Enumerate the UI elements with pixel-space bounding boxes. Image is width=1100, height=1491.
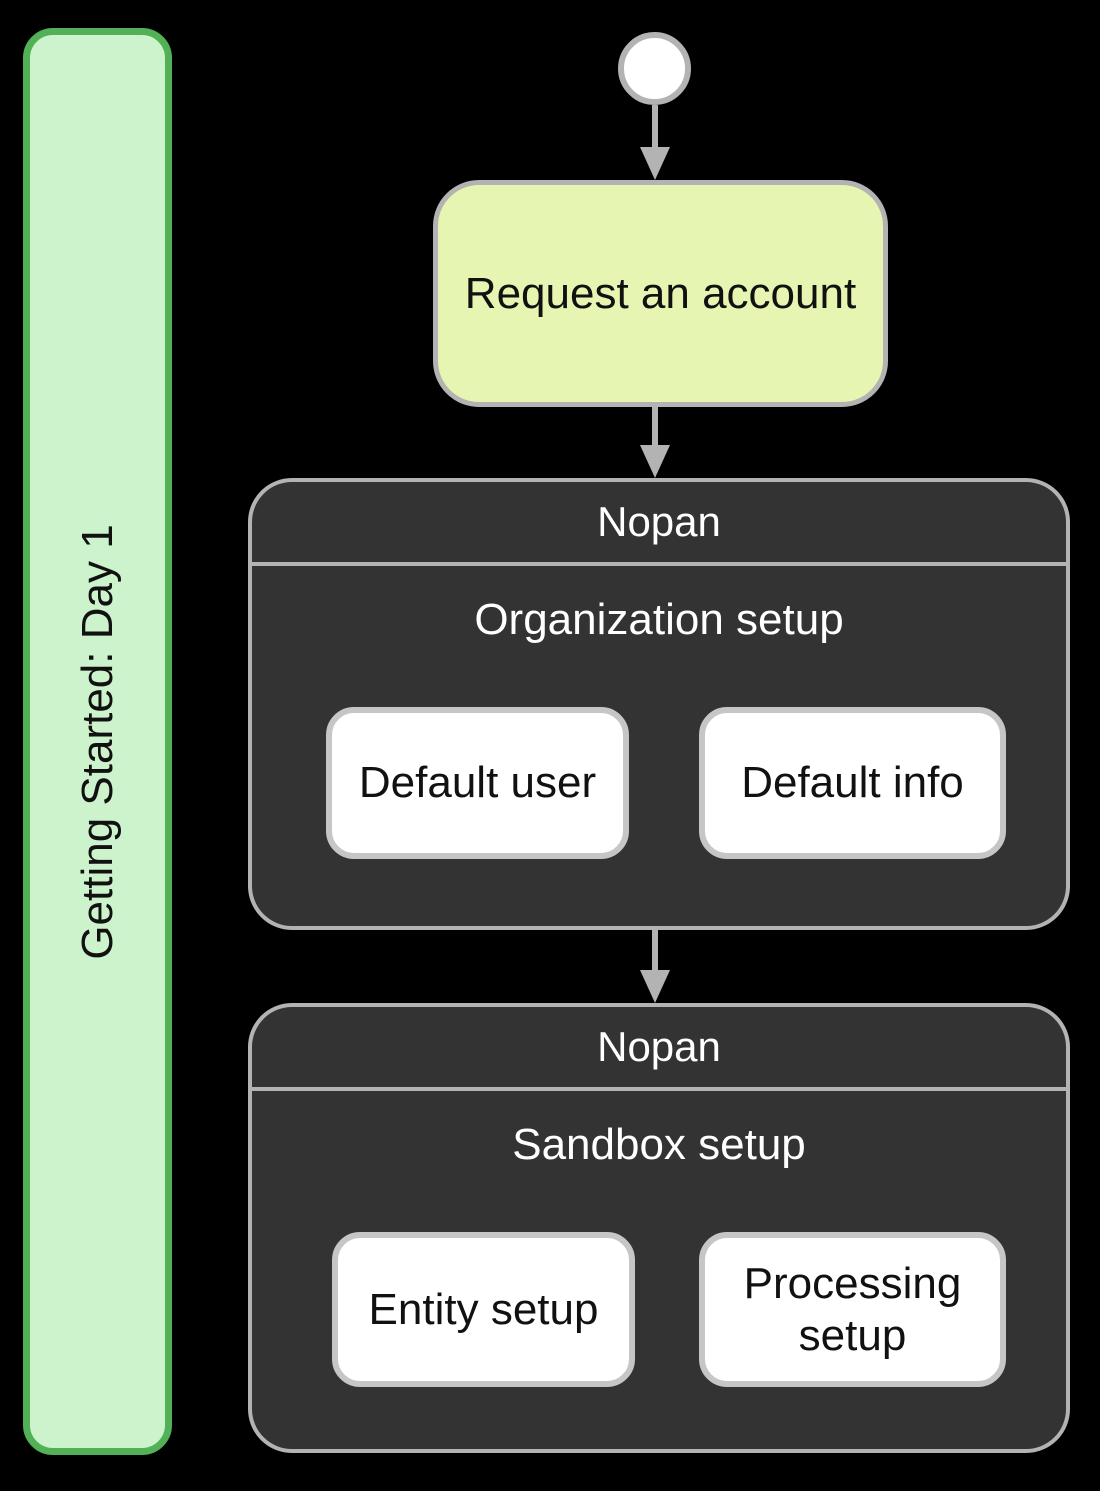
arrow-head-icon bbox=[640, 445, 670, 478]
flow-arrow-organization-to-sandbox bbox=[640, 930, 670, 1003]
arrow-head-icon bbox=[640, 147, 670, 180]
node-request-an-account: Request an account bbox=[433, 180, 888, 407]
node-label: Default user bbox=[358, 758, 597, 808]
arrow-head-icon bbox=[640, 970, 670, 1003]
initial-node-icon bbox=[618, 32, 691, 105]
container-sandbox-setup: Nopan Sandbox setup Entity setup Process… bbox=[248, 1003, 1070, 1453]
node-default-info: Default info bbox=[699, 707, 1006, 859]
node-label: Default info bbox=[741, 758, 964, 808]
node-entity-setup: Entity setup bbox=[332, 1232, 635, 1387]
arrow-shaft bbox=[652, 105, 658, 150]
container-title: Nopan bbox=[252, 482, 1066, 566]
node-processing-setup: Processing setup bbox=[699, 1232, 1006, 1387]
phase-lane: Getting Started: Day 1 bbox=[23, 28, 172, 1455]
node-label: Entity setup bbox=[368, 1284, 599, 1334]
node-default-user: Default user bbox=[326, 707, 629, 859]
node-label: Request an account bbox=[464, 268, 857, 318]
flow-arrow-request-to-organization bbox=[640, 407, 670, 478]
arrow-shaft bbox=[652, 407, 658, 448]
phase-lane-label: Getting Started: Day 1 bbox=[72, 523, 122, 960]
arrow-shaft bbox=[652, 930, 658, 973]
flow-arrow-start-to-request bbox=[640, 105, 670, 180]
container-organization-setup: Nopan Organization setup Default user De… bbox=[248, 478, 1070, 930]
container-title: Nopan bbox=[252, 1007, 1066, 1091]
container-subtitle: Sandbox setup bbox=[512, 1120, 806, 1169]
container-subtitle: Organization setup bbox=[474, 595, 844, 644]
node-label: Processing setup bbox=[743, 1258, 962, 1360]
